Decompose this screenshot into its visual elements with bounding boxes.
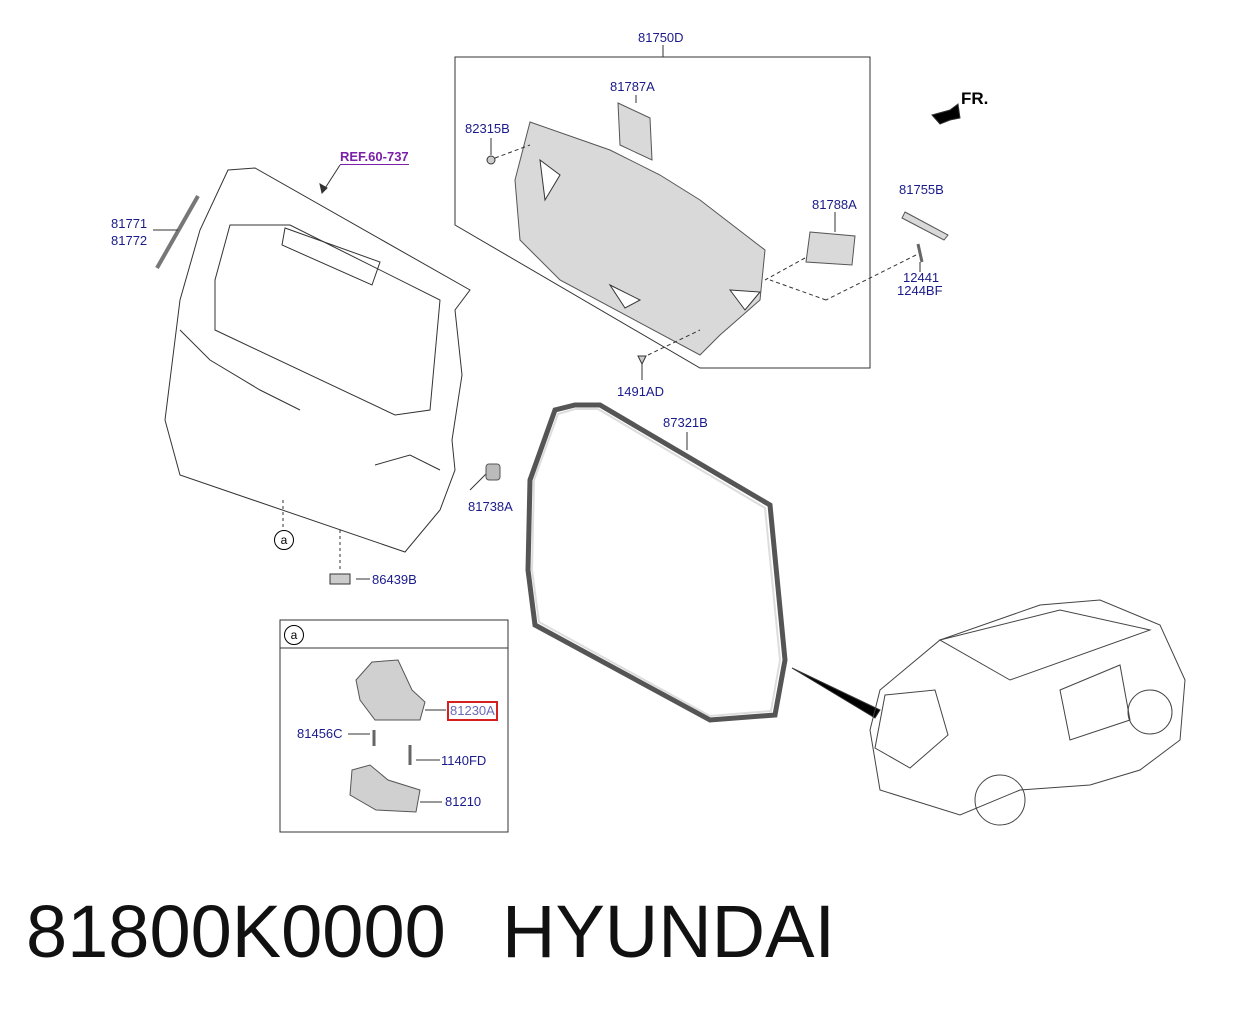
front-direction-label: FR.: [961, 89, 989, 108]
label-81755B[interactable]: 81755B: [899, 182, 944, 197]
tailgate-outline: [164, 167, 471, 553]
label-81772[interactable]: 81772: [111, 233, 148, 248]
label-81750D[interactable]: 81750D: [638, 30, 684, 45]
clip-1491AD: [637, 355, 647, 366]
part-number-caption: 81800K0000: [26, 890, 446, 973]
inset-box: [279, 619, 509, 833]
diagram-drawing: [153, 45, 1186, 833]
vehicle-outline: [869, 599, 1186, 826]
label-81210[interactable]: 81210: [445, 794, 482, 809]
trim-panel-box: [454, 56, 871, 369]
clip-82315B: [486, 155, 496, 165]
garnish-81755B: [901, 211, 949, 241]
striker-81210: [349, 764, 421, 813]
label-1491AD[interactable]: 1491AD: [617, 384, 664, 399]
label-1244BF[interactable]: 1244BF: [897, 283, 943, 298]
label-81788A[interactable]: 81788A: [812, 197, 857, 212]
label-82315B[interactable]: 82315B: [465, 121, 510, 136]
latch-81230A: [355, 659, 426, 721]
front-arrow: [931, 103, 961, 125]
label-81787A[interactable]: 81787A: [610, 79, 655, 94]
screw-12441: [916, 243, 924, 263]
label-87321B[interactable]: 87321B: [663, 415, 708, 430]
inset-callout-a: a: [284, 625, 304, 645]
ref-label[interactable]: REF.60-737: [340, 149, 409, 165]
label-81456C[interactable]: 81456C: [297, 726, 343, 741]
weatherstrip-87321B: [525, 402, 788, 723]
label-12441[interactable]: 12441: [903, 270, 940, 285]
caption-bar: [0, 850, 1240, 1017]
tailgate-trim-panel: [514, 121, 766, 356]
label-1140FD[interactable]: 1140FD: [441, 753, 487, 768]
label-81230A[interactable]: 81230A: [447, 701, 498, 721]
brand-caption: HYUNDAI: [502, 890, 836, 973]
bracket-81787A: [617, 102, 653, 161]
bumper-81738A: [485, 463, 501, 481]
handle-81788A: [805, 231, 856, 266]
detail-callout-a[interactable]: a: [274, 530, 294, 550]
label-81771[interactable]: 81771: [111, 216, 148, 231]
label-86439B[interactable]: 86439B: [372, 572, 417, 587]
label-81738A[interactable]: 81738A: [468, 499, 513, 514]
gas-strut: [155, 195, 200, 269]
exploded-parts-diagram: 81750D 81787A 82315B 81788A 81755B 12441…: [111, 30, 1186, 833]
bracket-86439B: [329, 573, 351, 585]
